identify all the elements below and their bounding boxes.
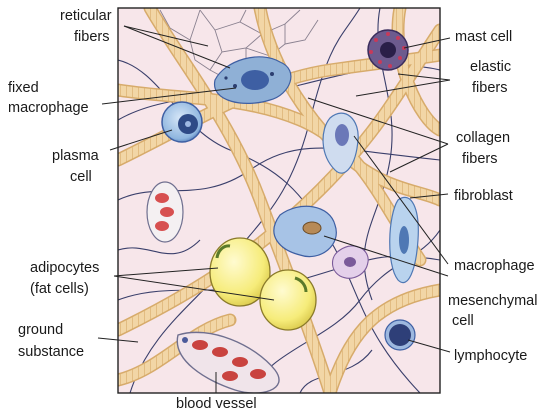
plasma-cell-shape [162,102,202,142]
label-mesenchymal-cell: mesenchymal cell [448,293,537,329]
label-adipocytes: adipocytes (fat cells) [30,260,99,297]
svg-text:ground: ground [18,322,63,338]
svg-text:adipocytes: adipocytes [30,260,99,276]
label-collagen-fibers: collagen fibers [456,130,510,167]
label-fibroblast: fibroblast [454,188,513,204]
tissue-box [118,8,440,393]
svg-text:fibers: fibers [74,29,109,45]
svg-text:mesenchymal: mesenchymal [448,293,537,309]
svg-text:substance: substance [18,344,84,360]
label-mast-cell: mast cell [455,29,512,45]
svg-text:blood vessel: blood vessel [176,396,257,412]
lymphocyte-cell [385,320,415,350]
svg-text:fibers: fibers [462,151,497,167]
svg-text:elastic: elastic [470,59,511,75]
svg-text:reticular: reticular [60,8,112,24]
svg-text:cell: cell [452,313,474,329]
label-elastic-fibers: elastic fibers [470,59,511,96]
svg-text:macrophage: macrophage [8,100,89,116]
svg-text:(fat cells): (fat cells) [30,281,89,297]
label-blood-vessel: blood vessel [176,396,257,412]
label-fixed-macrophage: fixed macrophage [8,80,89,116]
svg-text:mast cell: mast cell [455,29,512,45]
svg-text:plasma: plasma [52,148,100,164]
svg-text:fibers: fibers [472,80,507,96]
label-plasma-cell: plasma cell [52,148,100,185]
svg-text:fibroblast: fibroblast [454,188,513,204]
label-reticular-fibers: reticular fibers [60,8,112,45]
label-macrophage: macrophage [454,258,535,274]
svg-text:collagen: collagen [456,130,510,146]
capillary [147,182,183,242]
mast-cell-shape [368,30,408,70]
svg-text:lymphocyte: lymphocyte [454,348,527,364]
svg-text:fixed: fixed [8,80,39,96]
svg-text:macrophage: macrophage [454,258,535,274]
svg-text:cell: cell [70,169,92,185]
label-lymphocyte: lymphocyte [454,348,527,364]
label-ground-substance: ground substance [18,322,84,360]
